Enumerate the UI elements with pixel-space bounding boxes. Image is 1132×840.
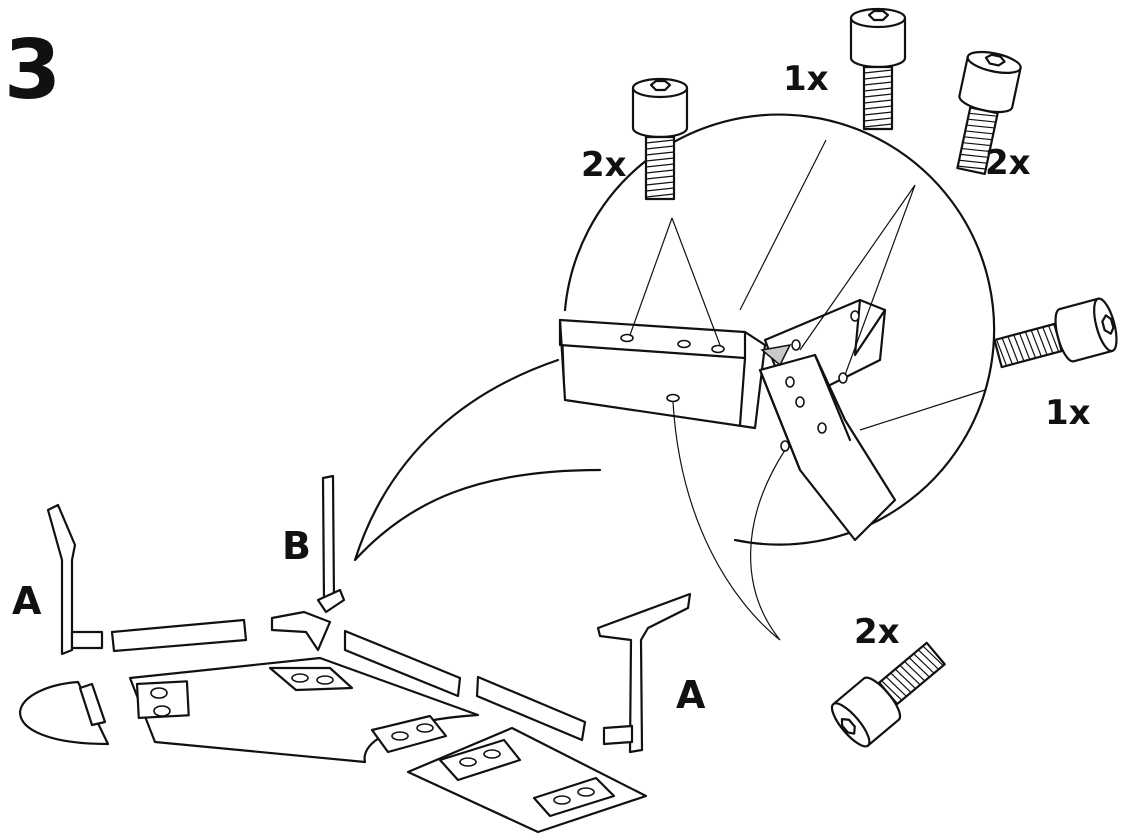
hex-socket-bolt-icon — [849, 7, 907, 131]
quantity-label: 2x — [854, 612, 900, 652]
part-label-a: A — [12, 579, 42, 623]
part-label-a: A — [676, 673, 706, 717]
exploded-parts — [18, 474, 692, 834]
step-number: 3 — [4, 23, 62, 118]
quantity-label: 2x — [985, 143, 1031, 183]
quantity-label: 2x — [581, 145, 627, 185]
quantity-label: 1x — [1045, 393, 1091, 433]
leader-lines — [629, 139, 986, 641]
part-label-b: B — [282, 524, 311, 568]
joint-detail — [558, 298, 897, 542]
quantity-label: 1x — [783, 59, 829, 99]
detail-callout — [353, 113, 996, 562]
hex-socket-bolt-icon — [990, 295, 1123, 381]
